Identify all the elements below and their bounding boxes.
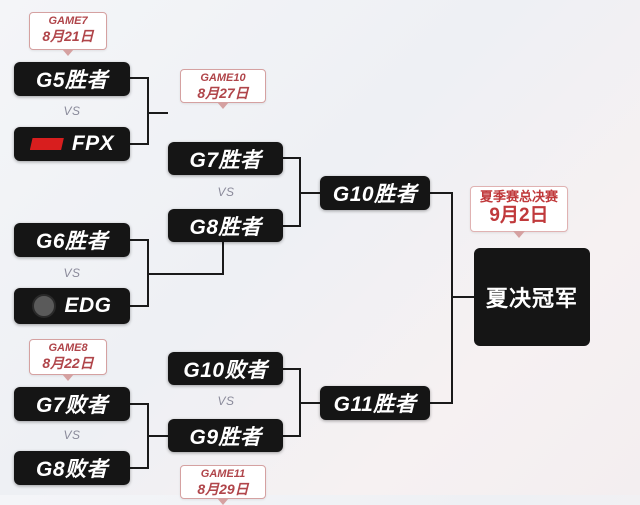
team-g5-winner: G5胜者 [14, 62, 130, 96]
game7-label: GAME7 [48, 15, 88, 27]
vs-label-g5-fpx: VS [63, 104, 81, 118]
team-edg-label: EDG [64, 294, 112, 317]
game11-label: GAME11 [200, 468, 246, 480]
game11-date: 8月29日 [197, 481, 249, 497]
team-fpx: FPX [14, 127, 130, 161]
team-g9-winner: G9胜者 [168, 419, 283, 452]
team-g8-loser: G8败者 [14, 451, 130, 485]
team-edg: EDG [14, 288, 130, 324]
vs-label-g6-edg: VS [63, 266, 81, 280]
team-g10-loser: G10败者 [168, 352, 283, 385]
team-g7-loser: G7败者 [14, 387, 130, 421]
final-date-tag: 夏季赛总决赛 9月2日 [470, 186, 568, 238]
game8-date-tag: GAME8 8月22日 [29, 339, 107, 381]
team-g7-winner: G7胜者 [168, 142, 283, 175]
game8-date: 8月22日 [42, 355, 94, 371]
game7-date: 8月21日 [42, 28, 94, 44]
team-fpx-label: FPX [71, 132, 115, 155]
final-title: 夏季赛总决赛 [479, 189, 558, 204]
team-g11-winner: G11胜者 [320, 386, 430, 420]
summer-final-champion: 夏决冠军 [474, 248, 590, 346]
game7-date-tag: GAME7 8月21日 [29, 12, 107, 56]
game11-date-tag: GAME11 8月29日 [180, 465, 266, 505]
team-g10-winner: G10胜者 [320, 176, 430, 210]
final-date: 9月2日 [489, 205, 549, 226]
team-g6-winner: G6胜者 [14, 223, 130, 257]
edg-logo-icon [32, 294, 57, 318]
vs-label-g10-g9: VS [217, 394, 235, 408]
team-g8-winner: G8胜者 [168, 209, 283, 242]
game10-date: 8月27日 [197, 85, 249, 101]
game10-label: GAME10 [200, 72, 246, 84]
game8-label: GAME8 [48, 342, 88, 354]
game10-date-tag: GAME10 8月27日 [180, 69, 266, 109]
fpx-logo-icon [29, 138, 64, 150]
vs-label-g7-g8-winners: VS [217, 185, 235, 199]
vs-label-g7-g8-losers: VS [63, 428, 81, 442]
